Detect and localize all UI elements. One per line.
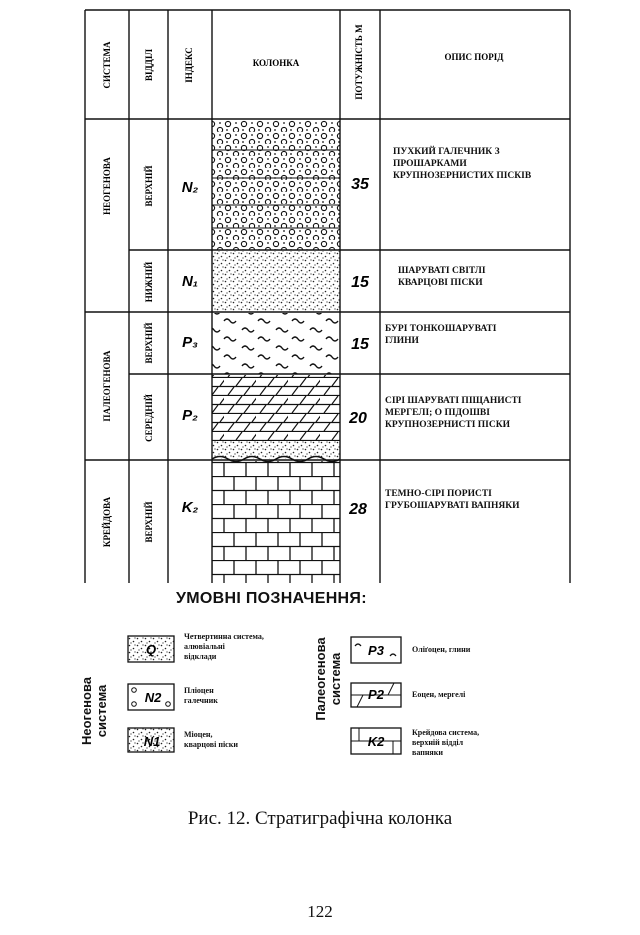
legend-symbol-n2: N2 bbox=[145, 690, 162, 705]
legend-text-p3: Оліґоцен, глини bbox=[412, 645, 471, 654]
stratigraphic-table: КОЛОНКА ОПИС ПОРІД СИСТЕМА ВІДДІЛ ІНДЕКС… bbox=[84, 9, 571, 583]
legend-text-p2: Еоцен, мергелі bbox=[412, 690, 466, 699]
header-description: ОПИС ПОРІД bbox=[445, 52, 505, 62]
legend-swatch-p3: P3 bbox=[350, 636, 402, 664]
description-n2: ПУХКИЙ ГАЛЕЧНИК З ПРОШАРКАМИ КРУПНОЗЕРНИ… bbox=[393, 147, 532, 181]
header-thickness: ПОТУЖНІСТЬ М bbox=[354, 24, 364, 100]
legend-symbol-p2: P2 bbox=[368, 687, 385, 702]
figure-caption: Рис. 12. Стратиграфічна колонка bbox=[187, 808, 453, 829]
page-number: 122 bbox=[307, 902, 333, 921]
thickness-n1: 15 bbox=[351, 274, 370, 291]
legend-symbol-q: Q bbox=[146, 642, 156, 657]
legend-symbol-p3: P3 bbox=[368, 643, 385, 658]
legend-swatch-q: Q bbox=[127, 635, 175, 663]
table-grid bbox=[84, 9, 571, 583]
header-system: СИСТЕМА bbox=[102, 41, 112, 89]
thickness-p3: 15 bbox=[351, 336, 370, 353]
index-n2: N₂ bbox=[182, 179, 199, 196]
division-neogene-upper: ВЕРХНІЙ bbox=[144, 165, 154, 206]
description-p3: БУРІ ТОНКОШАРУВАТІ ГЛИНИ bbox=[385, 324, 497, 346]
legend-neogene-label: Неогенова система bbox=[79, 676, 109, 746]
index-k2: K₂ bbox=[182, 499, 199, 516]
index-p3: P₃ bbox=[182, 334, 198, 351]
sand-layer-fill bbox=[212, 251, 340, 312]
division-neogene-lower: НИЖНІЙ bbox=[144, 262, 154, 302]
legend-text-q: Четвертинна система, алювіальні відклади bbox=[184, 632, 264, 661]
description-n1: ШАРУВАТІ СВІТЛІ КВАРЦОВІ ПІСКИ bbox=[398, 266, 486, 288]
clay-layer-fill bbox=[212, 313, 340, 374]
legend-text-k2: Крейдова система, верхній відділ вапняки bbox=[412, 728, 480, 757]
system-cretaceous: КРЕЙДОВА bbox=[102, 496, 112, 547]
legend-swatch-p2: P2 bbox=[350, 682, 402, 708]
legend-symbol-n1: N1 bbox=[144, 734, 161, 749]
system-paleogene: ПАЛЕОГЕНОВА bbox=[102, 350, 112, 421]
basal-sand-fill bbox=[212, 441, 340, 459]
division-paleogene-upper: ВЕРХНІЙ bbox=[144, 322, 154, 363]
description-k2: ТЕМНО-СІРІ ПОРИСТІ ГРУБОШАРУВАТІ ВАПНЯКИ bbox=[385, 489, 520, 511]
division-paleogene-middle: СЕРЕДНІЙ bbox=[144, 394, 154, 442]
index-p2: P₂ bbox=[182, 407, 198, 424]
pebble-layer-fill bbox=[212, 120, 340, 250]
pebble-sublayer-lines bbox=[212, 149, 340, 229]
system-neogene: НЕОГЕНОВА bbox=[102, 157, 112, 215]
marl-layer-fill bbox=[212, 375, 340, 441]
legend-text-n1: Міоцен, кварцові піски bbox=[184, 730, 238, 749]
description-p2: СІРІ ШАРУВАТІ ПІЩАНИСТІ МЕРГЕЛІ; О ПІДОШ… bbox=[385, 396, 522, 430]
thickness-k2: 28 bbox=[348, 501, 367, 518]
legend-symbol-k2: K2 bbox=[368, 734, 385, 749]
limestone-layer-fill bbox=[212, 461, 340, 583]
legend-swatch-n1: N1 bbox=[127, 727, 175, 753]
header-column: КОЛОНКА bbox=[253, 58, 300, 68]
legend-paleogene-label: Палеогенова система bbox=[313, 637, 343, 721]
legend-text-n2: Пліоцен галечник bbox=[184, 686, 218, 705]
legend-swatch-k2: K2 bbox=[350, 727, 402, 755]
division-cretaceous-upper: ВЕРХНІЙ bbox=[144, 501, 154, 542]
header-index: ІНДЕКС bbox=[184, 47, 194, 83]
legend-title: УМОВНІ ПОЗНАЧЕННЯ: bbox=[176, 590, 367, 607]
legend-swatch-n2: N2 bbox=[127, 683, 175, 711]
index-n1: N₁ bbox=[182, 273, 198, 290]
thickness-p2: 20 bbox=[348, 410, 367, 427]
thickness-n2: 35 bbox=[351, 176, 370, 193]
header-division: ВІДДІЛ bbox=[144, 49, 154, 81]
